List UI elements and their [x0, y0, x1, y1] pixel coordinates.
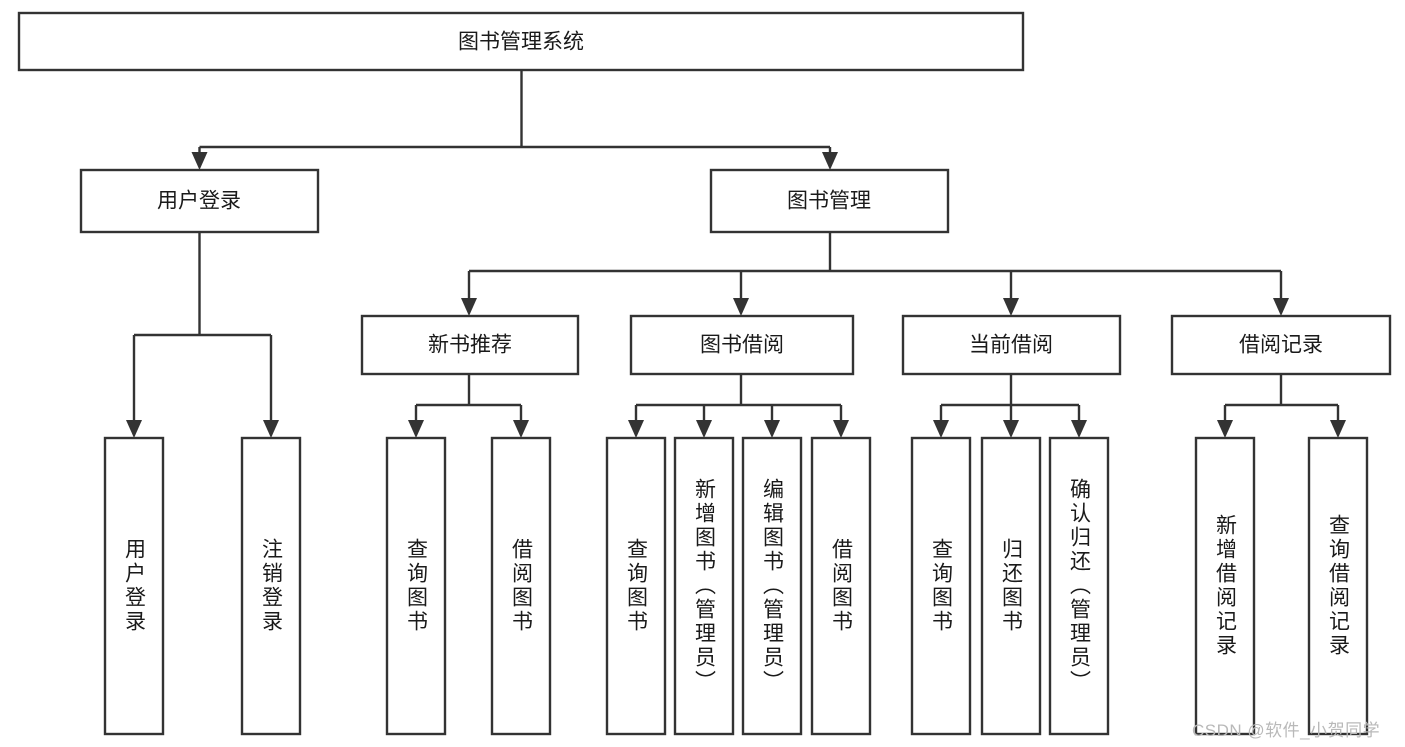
node-label-new-book-recommend: 新书推荐	[428, 334, 512, 357]
node-box-leaf-query-book-2[interactable]	[605, 436, 667, 736]
node-box-user-login[interactable]	[79, 168, 320, 234]
arrow-to-current-borrow	[1003, 298, 1019, 316]
node-box-root[interactable]	[17, 11, 1025, 72]
node-box-book-borrow[interactable]	[629, 314, 855, 376]
arrow-to-book-borrow	[733, 298, 749, 316]
arrow-root-to-user-login	[191, 152, 208, 170]
node-label-borrow-record: 借阅记录	[1239, 334, 1323, 357]
node-box-leaf-borrow-book-2[interactable]	[810, 436, 872, 736]
node-box-leaf-user-logout[interactable]	[240, 436, 302, 736]
node-box-leaf-add-book[interactable]	[673, 436, 735, 736]
node-label-book-borrow: 图书借阅	[700, 334, 784, 357]
node-box-leaf-user-login[interactable]	[103, 436, 165, 736]
arrow-to-leaf-user-login	[126, 420, 142, 438]
arrow-to-leaf-query-book-2	[628, 420, 644, 438]
arrow-to-leaf-query-record	[1330, 420, 1346, 438]
node-box-leaf-return-book[interactable]	[980, 436, 1042, 736]
node-box-book-manage[interactable]	[709, 168, 950, 234]
arrow-to-leaf-query-book-3	[933, 420, 949, 438]
arrow-to-leaf-return-book	[1003, 420, 1019, 438]
node-box-current-borrow[interactable]	[901, 314, 1122, 376]
edges-layer	[126, 70, 1346, 438]
arrow-to-leaf-edit-book	[764, 420, 780, 438]
nodes-layer: 图书管理系统 用户登录 图书管理 新书推荐 图书借阅 当前借阅 借阅记录	[17, 11, 1392, 736]
arrow-to-leaf-user-logout	[263, 420, 279, 438]
node-box-new-book-recommend[interactable]	[360, 314, 580, 376]
arrow-to-leaf-borrow-book-1	[513, 420, 529, 438]
arrow-to-leaf-query-book-1	[408, 420, 424, 438]
arrow-to-leaf-add-book	[696, 420, 712, 438]
node-box-leaf-add-record[interactable]	[1194, 436, 1256, 736]
node-label-current-borrow: 当前借阅	[969, 334, 1053, 357]
node-box-leaf-edit-book[interactable]	[741, 436, 803, 736]
arrow-to-leaf-add-record	[1217, 420, 1233, 438]
node-box-leaf-borrow-book-1[interactable]	[490, 436, 552, 736]
node-box-leaf-query-book-3[interactable]	[910, 436, 972, 736]
node-label-book-manage: 图书管理	[787, 190, 871, 213]
node-box-borrow-record[interactable]	[1170, 314, 1392, 376]
node-label-user-login: 用户登录	[157, 190, 241, 213]
node-label-root: 图书管理系统	[458, 31, 584, 54]
arrow-to-leaf-confirm-return	[1071, 420, 1087, 438]
arrow-to-borrow-record	[1273, 298, 1289, 316]
arrow-to-leaf-borrow-book-2	[833, 420, 849, 438]
arrow-to-new-book-recommend	[461, 298, 477, 316]
csdn-watermark: CSDN @软件_小贺同学	[1192, 721, 1381, 740]
node-box-leaf-query-book-1[interactable]	[385, 436, 447, 736]
node-box-leaf-confirm-return[interactable]	[1048, 436, 1110, 736]
arrow-root-to-book-manage	[822, 152, 838, 170]
node-box-leaf-query-record[interactable]	[1307, 436, 1369, 736]
